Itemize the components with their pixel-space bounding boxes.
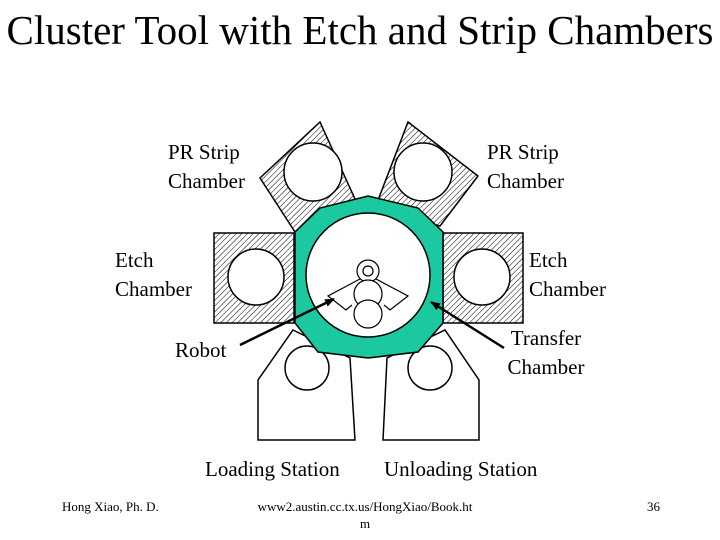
wafer-on-robot-lower (353, 299, 383, 329)
wafer-left-top (283, 142, 343, 202)
pr-strip-chamber-right (374, 120, 480, 227)
pr-strip-label-right: PR Strip Chamber (487, 140, 564, 193)
etch-chamber-right (442, 232, 524, 324)
wafer-loading (284, 345, 330, 391)
etch-label-right: Etch Chamber (529, 248, 606, 301)
wafer-left-etch (227, 248, 285, 306)
unloading-station-label: Unloading Station (384, 457, 538, 481)
footer-author: Hong Xiao, Ph. D. (62, 499, 159, 514)
wafer-right-top (393, 142, 453, 202)
footer-url: www2.austin.cc.tx.us/HongXiao/Book.htm (257, 499, 473, 531)
wafer-right-etch (453, 248, 511, 306)
loading-station (257, 329, 356, 441)
transfer-chamber-label: Transfer Chamber (507, 326, 585, 379)
transfer-arrow (430, 300, 505, 350)
pr-strip-label-left: PR Strip Chamber (168, 140, 245, 193)
robot-arrow (239, 297, 335, 347)
slide-title: Cluster Tool with Etch and Strip Chamber… (6, 7, 714, 53)
etch-chamber-left (213, 232, 295, 324)
etch-label-left: Etch Chamber (115, 248, 192, 301)
robot (326, 259, 410, 329)
robot-label: Robot (175, 338, 227, 362)
loading-station-label: Loading Station (205, 457, 340, 481)
wafer-unloading (407, 345, 453, 391)
unloading-station (382, 329, 480, 441)
footer-page-number: 36 (647, 499, 660, 514)
